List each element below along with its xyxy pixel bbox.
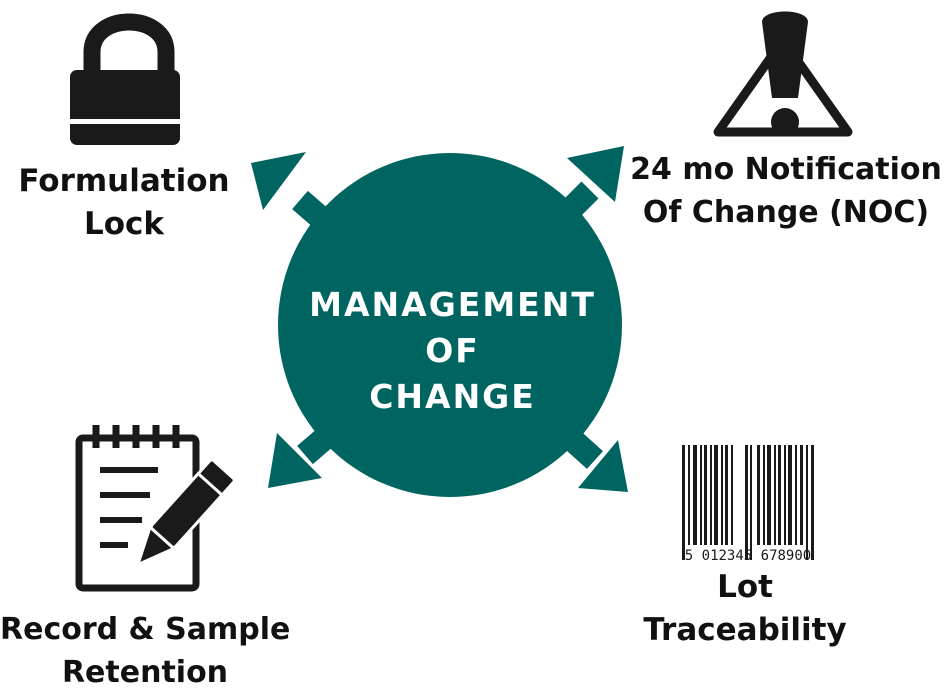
record-retention-line-1: Record & Sample	[0, 612, 291, 647]
arrowhead-top-right	[567, 146, 624, 202]
lock-icon	[70, 13, 180, 145]
lot-traceability-label: Lot Traceability	[640, 566, 850, 652]
lot-traceability-line-1: Lot	[717, 569, 773, 605]
record-retention-label: Record & Sample Retention	[0, 608, 290, 694]
record-retention-line-2: Retention	[61, 655, 229, 690]
noc-line-1: 24 mo Notification	[630, 152, 942, 187]
center-label-line-2: OF	[425, 331, 480, 370]
formulation-lock-label: Formulation Lock	[10, 160, 238, 246]
center-circle	[278, 153, 622, 497]
noc-line-2: Of Change (NOC)	[642, 195, 930, 230]
center-label-line-1: MANAGEMENT	[309, 285, 596, 324]
warning-icon	[713, 11, 853, 137]
center-label-line-3: CHANGE	[369, 377, 536, 416]
barcode-icon: 5 012345 678900	[682, 445, 814, 564]
barcode-digits: 5 012345 678900	[685, 548, 811, 564]
arrowhead-bottom-right	[578, 440, 628, 492]
notepad-pencil-icon	[75, 425, 236, 592]
noc-label: 24 mo Notification Of Change (NOC)	[630, 148, 942, 234]
formulation-lock-line-1: Formulation	[18, 163, 230, 199]
center-label: MANAGEMENT OF CHANGE	[285, 282, 620, 420]
formulation-lock-line-2: Lock	[83, 206, 165, 242]
arrowhead-top-left	[251, 152, 306, 210]
lot-traceability-line-2: Traceability	[643, 612, 847, 648]
arrowhead-bottom-left	[268, 433, 322, 488]
